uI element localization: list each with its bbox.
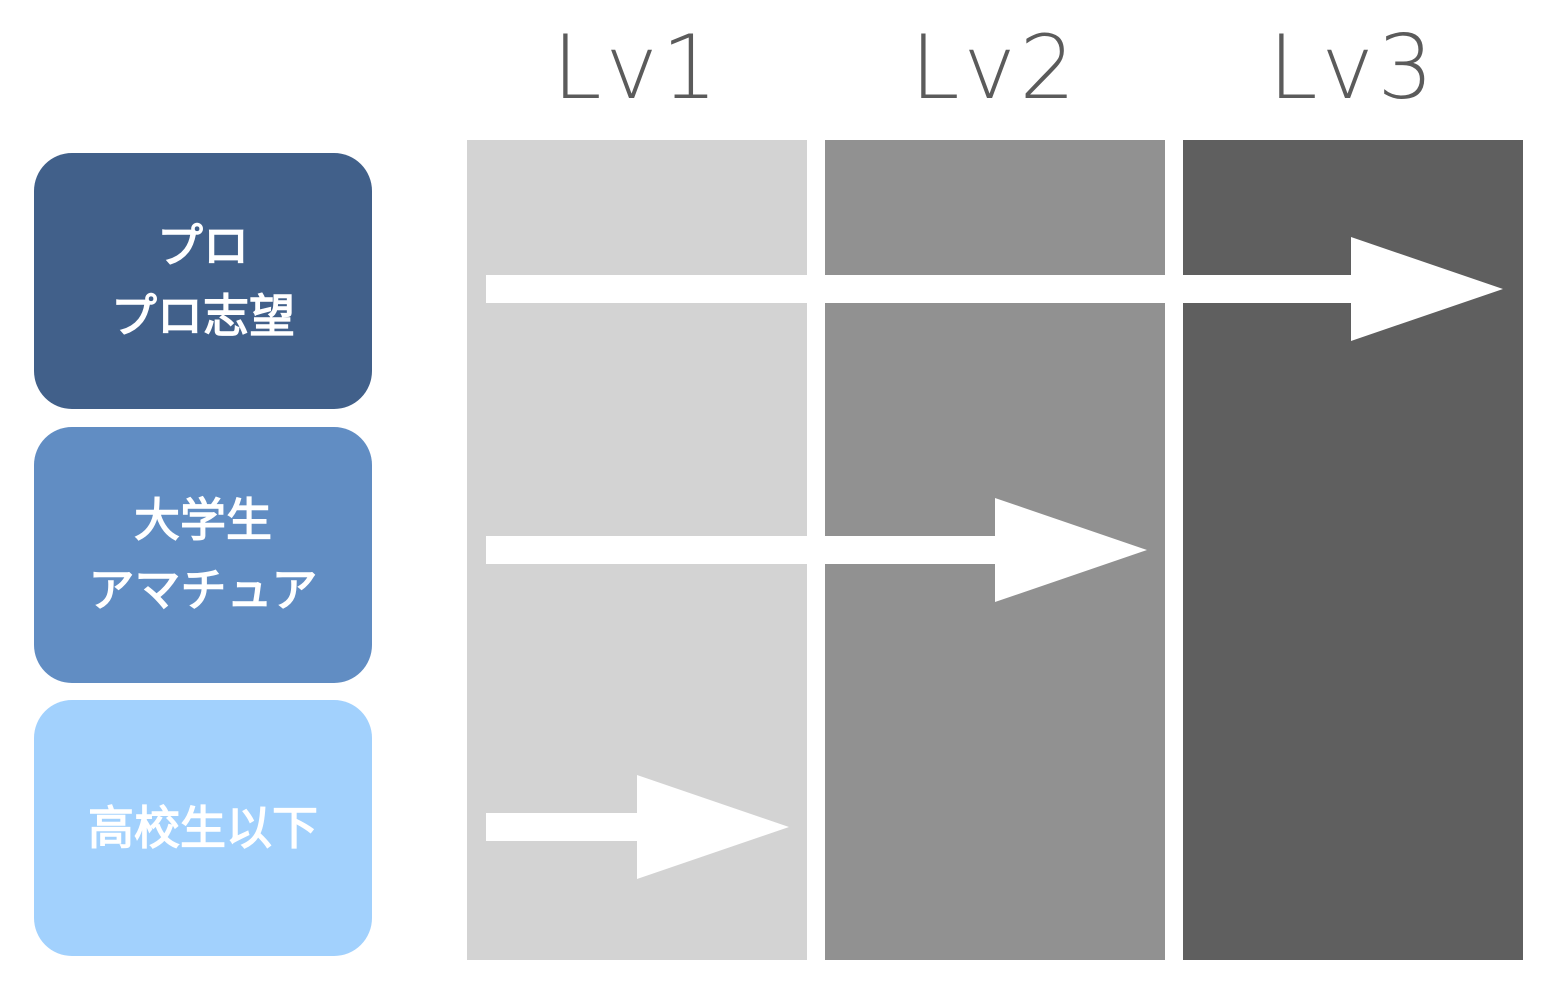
group-label-line: アマチュア (88, 563, 318, 617)
level-header-lv2: Lv2 (910, 16, 1080, 119)
level-header-lv1: Lv1 (552, 16, 722, 119)
group-label-line: プロ志望 (111, 289, 295, 343)
group-label-line: 高校生以下 (88, 801, 318, 855)
arrow-university-to-lv2 (486, 498, 1147, 602)
arrow-pro-to-lv3 (486, 237, 1503, 341)
level-header-lv3: Lv3 (1268, 16, 1438, 119)
group-box-high-school: 高校生以下 (34, 700, 372, 956)
group-label-line: 大学生 (134, 493, 272, 547)
group-box-pro: プロ プロ志望 (34, 153, 372, 409)
group-box-university-amateur: 大学生 アマチュア (34, 427, 372, 683)
group-label-line: プロ (157, 219, 249, 273)
arrow-high-school-to-lv1 (486, 775, 789, 879)
